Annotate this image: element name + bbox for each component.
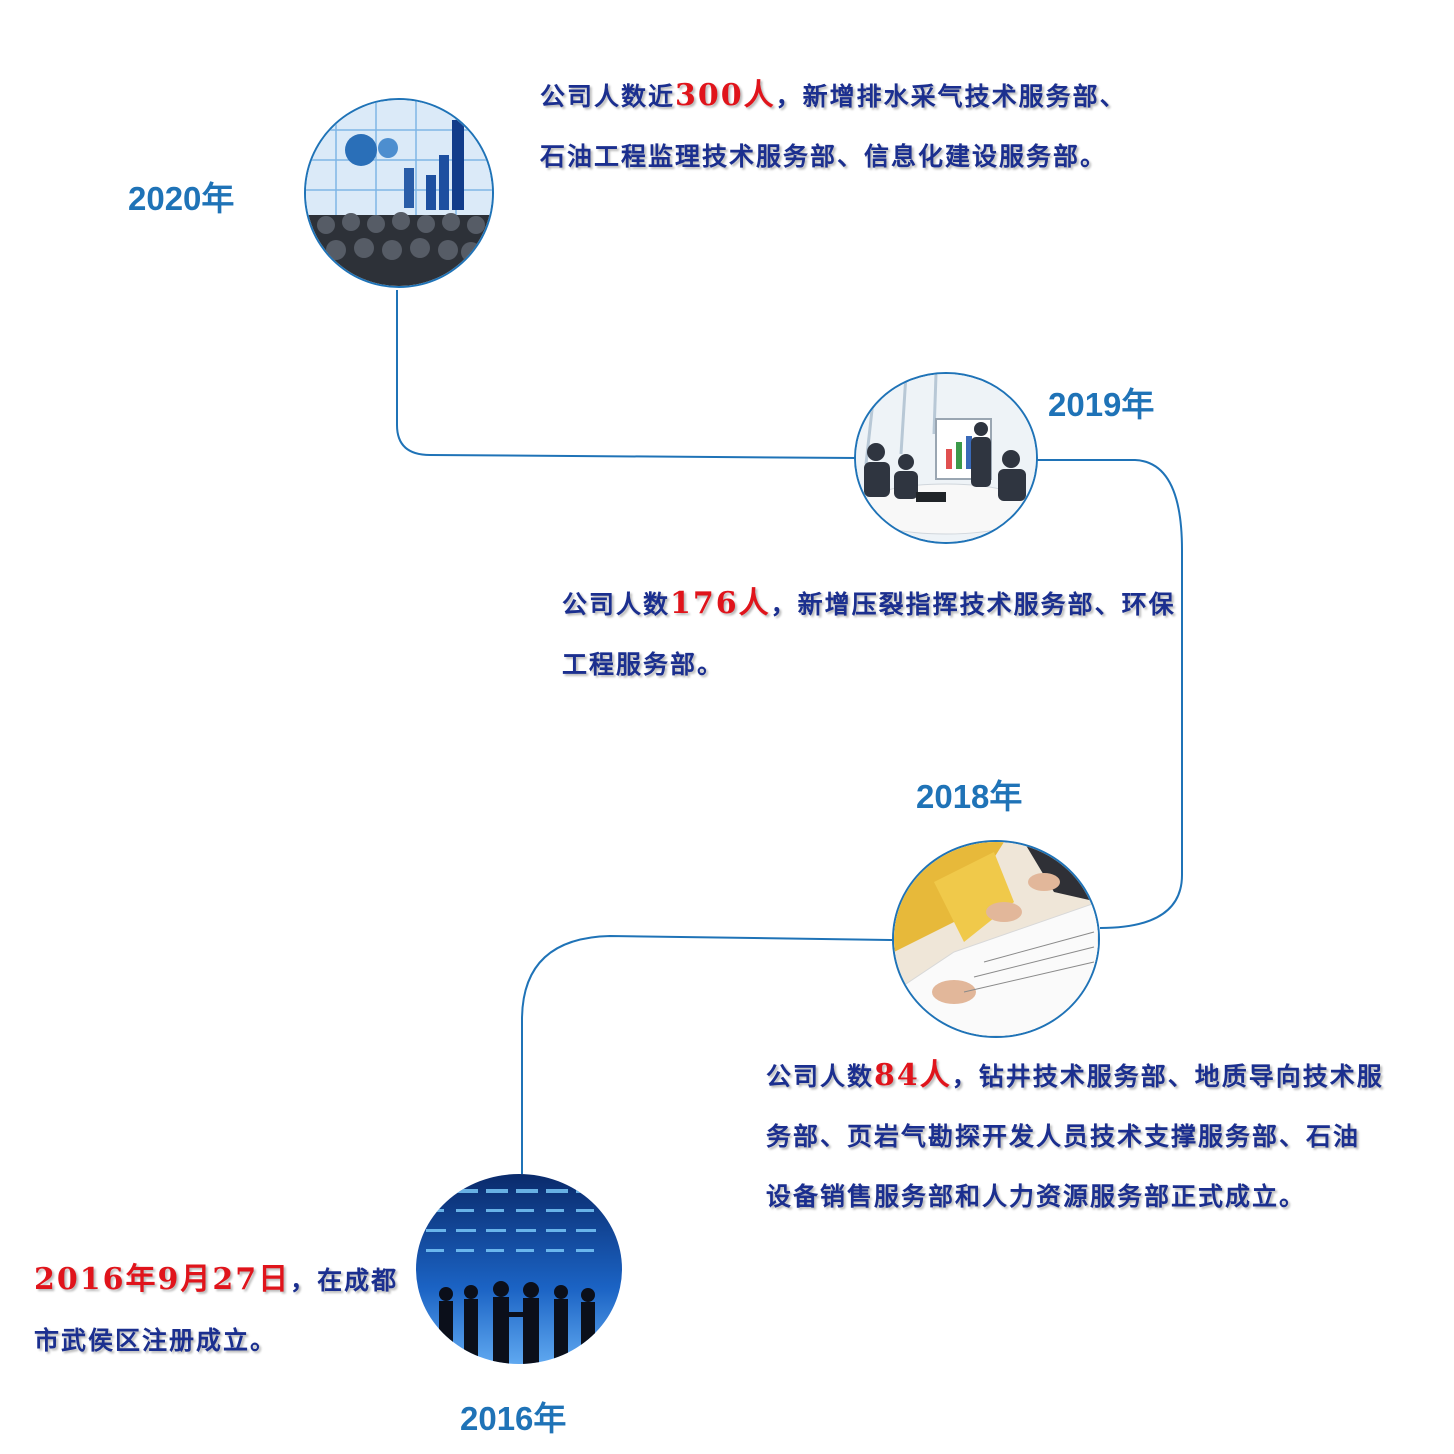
milestone-highlight: 84人 (874, 1058, 952, 1093)
milestone-text: 公司人数 (766, 1062, 875, 1091)
milestone-text: 公司人数 (562, 590, 671, 619)
milestone-text: ，在成都市武侯区注册成立。 (34, 1266, 399, 1355)
year-label-2016: 2016年 (460, 1400, 567, 1437)
milestone-text: ，新增排水采气技术服务部、石油工程监理技术服务部、信息化建设服务部。 (540, 82, 1127, 171)
milestone-text: 公司人数近 (540, 82, 676, 111)
presentation-audience-photo (306, 100, 492, 286)
meeting-room-photo (856, 374, 1036, 542)
year-label-2020: 2020年 (128, 180, 235, 217)
milestone-text: ，新增压裂指挥技术服务部、环保工程服务部。 (562, 590, 1176, 679)
year-label-2019: 2019年 (1048, 386, 1155, 423)
stock-market-handshake-photo (416, 1174, 622, 1364)
milestone-2016-description: 2016年9月27日，在成都市武侯区注册成立。 (34, 1250, 414, 1371)
year-label-2018: 2018年 (916, 778, 1023, 815)
milestone-2019-description: 公司人数176人，新增压裂指挥技术服务部、环保工程服务部。 (562, 574, 1202, 695)
milestone-highlight: 300人 (675, 78, 776, 113)
milestone-2018-description: 公司人数84人，钻井技术服务部、地质导向技术服务部、页岩气勘探开发人员技术支撑服… (766, 1046, 1386, 1227)
milestone-text: ，钻井技术服务部、地质导向技术服务部、页岩气勘探开发人员技术支撑服务部、石油设备… (766, 1062, 1384, 1211)
milestone-2020-description: 公司人数近300人，新增排水采气技术服务部、石油工程监理技术服务部、信息化建设服… (540, 66, 1150, 187)
milestone-highlight: 2016年9月27日 (34, 1262, 291, 1297)
signing-documents-photo (894, 842, 1098, 1036)
milestone-highlight: 176人 (670, 586, 771, 621)
